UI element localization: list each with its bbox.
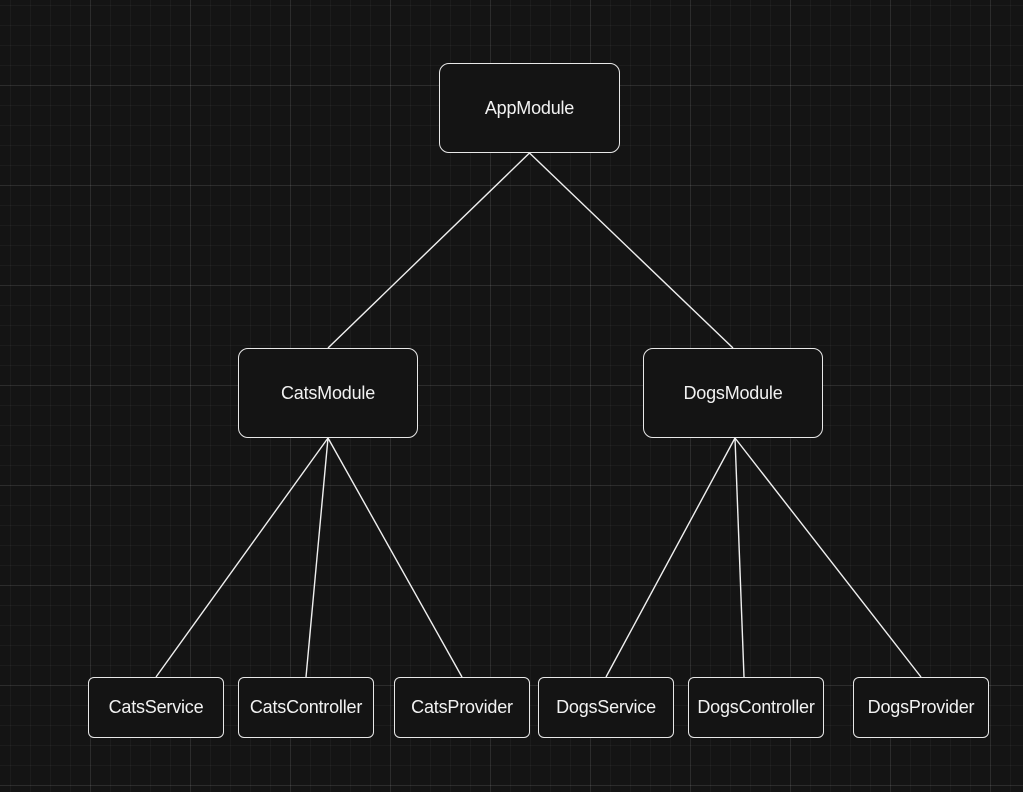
connector-dogs-module-to-dogs-provider [734, 437, 922, 678]
dogs-module-node[interactable]: DogsModule [643, 348, 823, 438]
cats-provider-label: CatsProvider [411, 697, 513, 717]
cats-provider-node[interactable]: CatsProvider [394, 677, 530, 738]
dogs-provider-node[interactable]: DogsProvider [853, 677, 989, 738]
app-module-node[interactable]: AppModule [439, 63, 620, 153]
connector-dogs-module-to-dogs-controller [734, 437, 745, 678]
cats-controller-node[interactable]: CatsController [238, 677, 374, 738]
connector-cats-module-to-cats-provider [327, 437, 463, 678]
connector-cats-module-to-cats-service [155, 437, 329, 678]
cats-controller-label: CatsController [249, 697, 363, 717]
connector-dogs-module-to-dogs-service [605, 437, 736, 678]
cats-service-node[interactable]: CatsService [88, 677, 224, 738]
dogs-service-node[interactable]: DogsService [538, 677, 674, 738]
dogs-module-label: DogsModule [683, 382, 783, 403]
dogs-service-label: DogsService [556, 697, 656, 717]
cats-module-node[interactable]: CatsModule [238, 348, 418, 438]
connector-cats-module-to-cats-controller [305, 437, 329, 678]
cats-service-label: CatsService [108, 697, 204, 717]
dogs-controller-node[interactable]: DogsController [688, 677, 824, 738]
cats-module-label: CatsModule [280, 382, 376, 403]
app-module-label: AppModule [484, 97, 575, 118]
dogs-controller-label: DogsController [697, 697, 815, 717]
connector-app-module-to-dogs-module [529, 152, 734, 349]
connector-app-module-to-cats-module [327, 152, 530, 349]
dogs-provider-label: DogsProvider [867, 697, 975, 717]
